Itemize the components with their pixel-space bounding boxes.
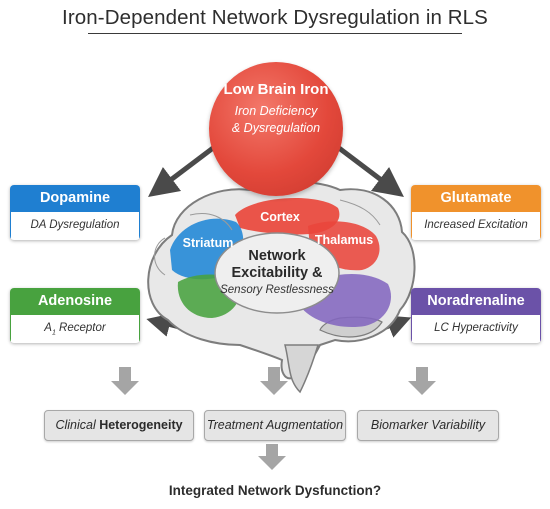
noradrenaline-desc: LC Hyperactivity (411, 315, 541, 343)
adenosine-desc-rest: Receptor Downregulation (59, 322, 106, 334)
treatment-augmentation-box: Treatment Augmentation (204, 410, 346, 441)
thalamus-label: Thalamus (314, 233, 374, 247)
down-arrow-right (408, 367, 436, 395)
arrow-iron-to-dopamine (148, 143, 219, 198)
low-brain-iron-title: Low Brain Iron (223, 81, 329, 98)
down-arrow-final (258, 444, 286, 470)
brain-illustration (147, 180, 416, 394)
diagram-title: Iron-Dependent Network Dysregulation in … (62, 6, 488, 29)
striatum-label: Striatum (182, 236, 234, 250)
final-question: Integrated Network Dysfunction? (168, 483, 382, 498)
network-excitability-title: Network Excitability & (212, 248, 342, 282)
arrow-iron-to-glutamate (333, 143, 404, 198)
treatment-label: Treatment Augmentation (206, 418, 344, 432)
center-ellipse (214, 232, 340, 314)
dopamine-card: Dopamine DA Dysregulation (10, 185, 140, 240)
biomarker-variability-box: Biomarker Variability (357, 410, 499, 441)
biomarker-label: Biomarker Variability (370, 418, 486, 432)
center-line-1: Network (248, 248, 306, 264)
glutamate-desc: Increased Excitation (411, 212, 541, 240)
adenosine-card: Adenosine A1 Receptor Downregulation (10, 288, 140, 343)
glutamate-card: Glutamate Increased Excitation (411, 185, 541, 240)
dopamine-desc: DA Dysregulation (10, 212, 140, 240)
low-brain-iron-subtitle: Iron Deficiency & Dysregulation (209, 103, 343, 137)
center-line-2: Excitability & (231, 265, 323, 281)
clinical-prefix: Clinical (55, 418, 100, 432)
adenosine-desc: A1 Receptor Downregulation (10, 315, 140, 343)
down-arrow-left (111, 367, 139, 395)
subtitle-line-1: Iron Deficiency (234, 104, 318, 118)
dopamine-title: Dopamine (10, 185, 140, 212)
cortex-label: Cortex (260, 210, 300, 224)
sensory-restlessness-label: Sensory Restlessness (220, 284, 334, 296)
noradrenaline-card: Noradrenaline LC Hyperactivity (411, 288, 541, 343)
clinical-heterogeneity-box: Clinical Heterogeneity (44, 410, 194, 441)
noradrenaline-title: Noradrenaline (411, 288, 541, 315)
title-underline (88, 33, 462, 34)
subtitle-line-2: & Dysregulation (231, 121, 321, 135)
adenosine-desc-prefix: A (44, 322, 52, 334)
adenosine-desc-subscript: 1 (51, 329, 56, 337)
down-arrow-middle (260, 367, 288, 395)
glutamate-title: Glutamate (411, 185, 541, 212)
clinical-bold: Heterogeneity (99, 418, 183, 432)
adenosine-title: Adenosine (10, 288, 140, 315)
down-arrows (111, 367, 436, 470)
low-brain-iron-node (209, 62, 343, 196)
